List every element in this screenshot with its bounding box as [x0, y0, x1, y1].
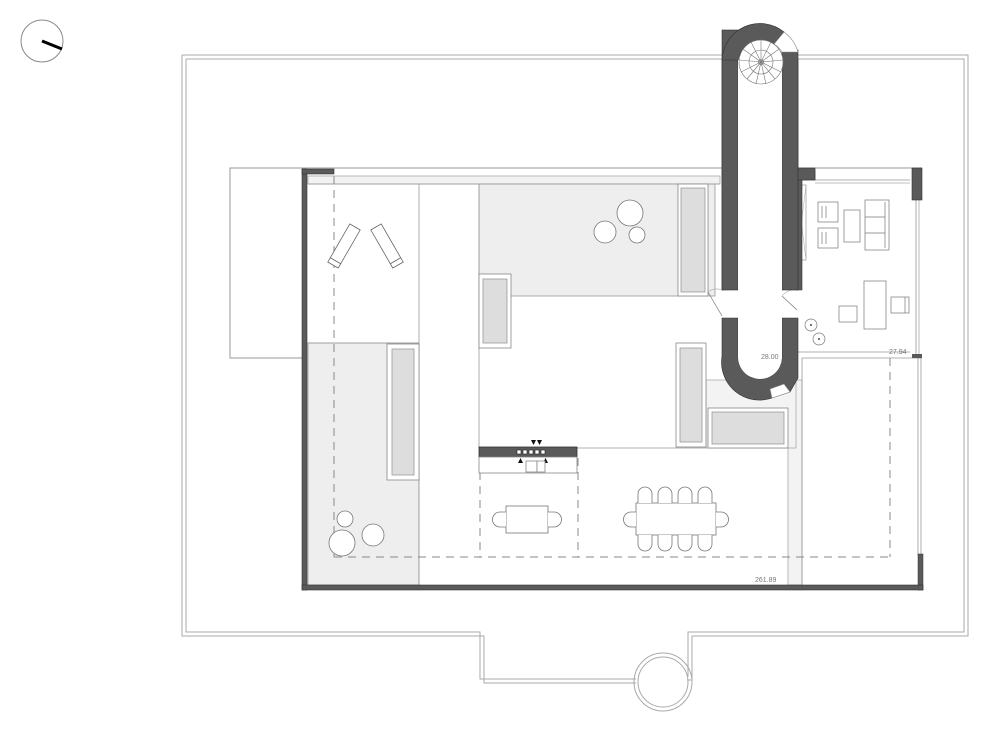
dining-table-large — [623, 486, 729, 552]
planter — [707, 407, 789, 449]
dimension-main-floor: 261.89 — [755, 577, 777, 584]
kitchen-counter — [478, 440, 578, 474]
planter — [478, 273, 512, 349]
side-platform — [229, 167, 305, 359]
north-arrow-icon — [20, 19, 64, 63]
planter — [677, 183, 709, 297]
dashed-guides — [333, 176, 891, 558]
terrace-boundary — [181, 54, 969, 684]
right-glazing — [917, 358, 922, 555]
sun-loungers — [327, 223, 404, 269]
round-tables-left — [328, 510, 385, 557]
dimension-stair-tower: 28.00 — [761, 354, 779, 361]
round-pool — [633, 652, 693, 712]
wall-segment — [917, 553, 924, 591]
planter — [675, 342, 707, 448]
dimension-living-room: 27.94 — [889, 349, 907, 356]
round-tables-top — [593, 199, 646, 244]
stair-tower — [707, 23, 816, 401]
spiral-staircase — [738, 39, 784, 85]
living-room — [781, 167, 923, 358]
dining-table-small — [492, 505, 562, 534]
planters — [386, 183, 789, 481]
exterior-walls — [301, 168, 924, 591]
planter — [386, 343, 420, 481]
